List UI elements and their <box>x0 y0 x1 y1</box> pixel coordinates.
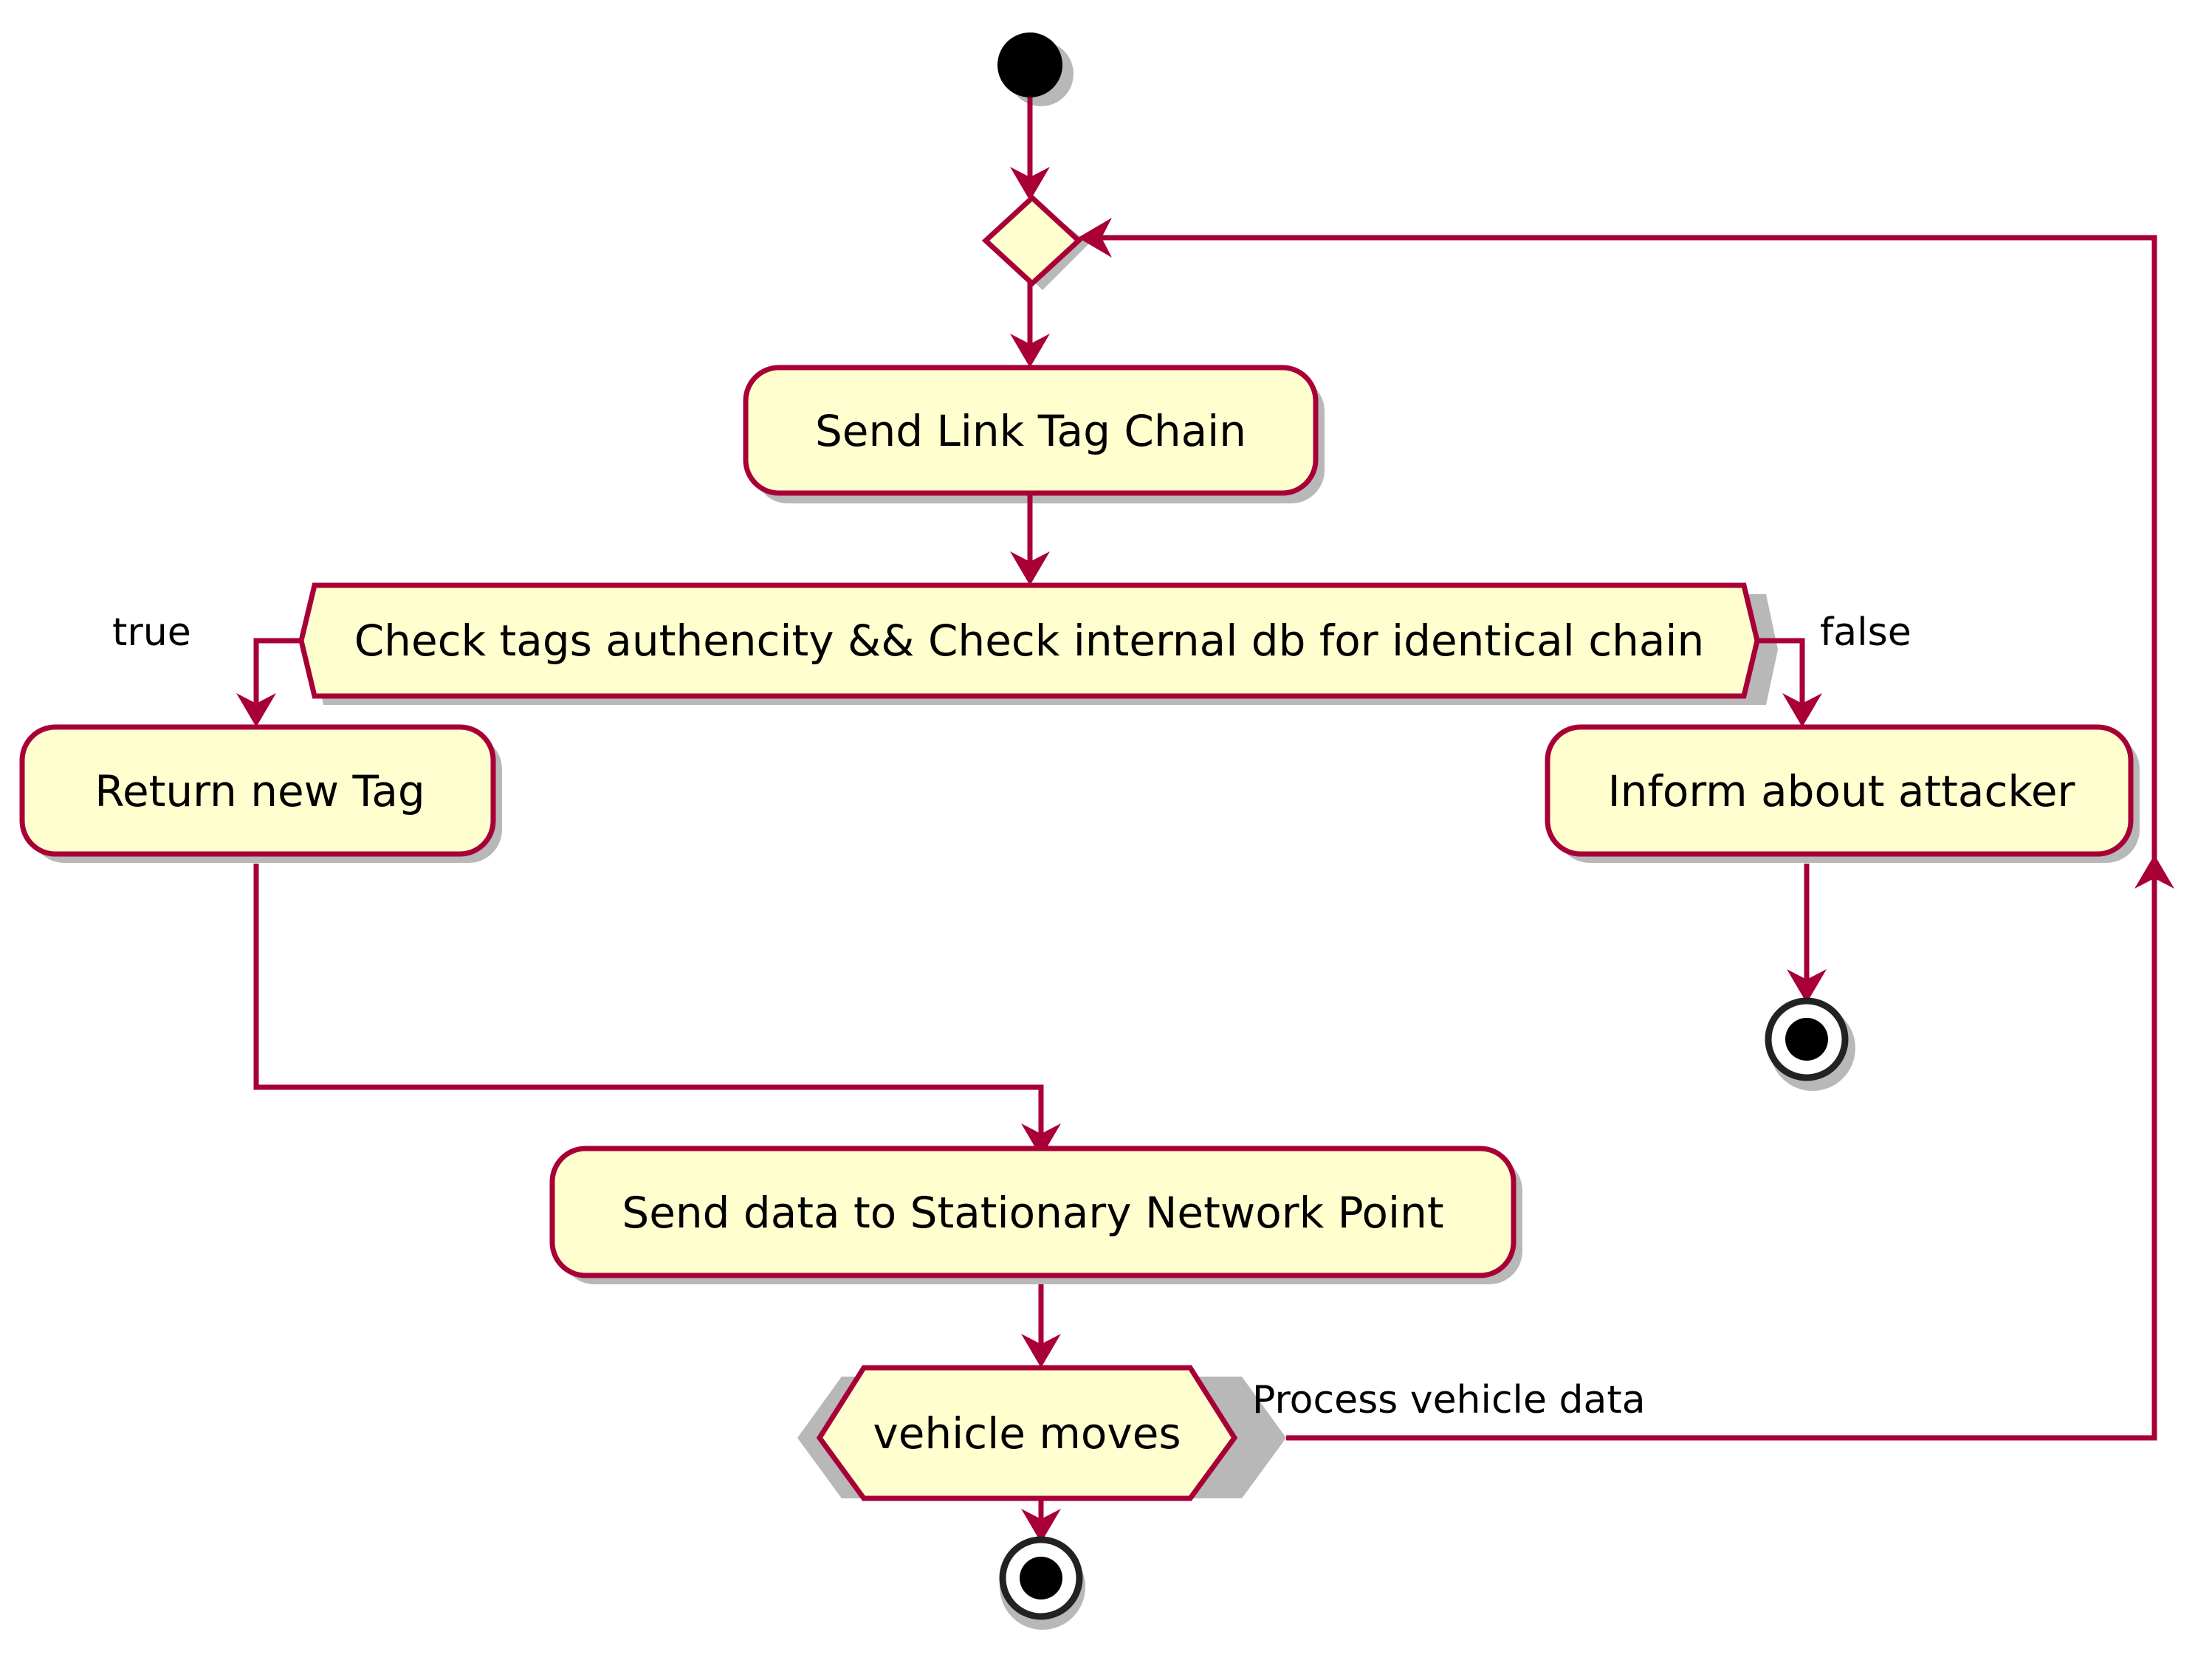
activity-send-link-tag-chain[interactable]: Send Link Tag Chain <box>743 365 1319 496</box>
start-node <box>997 32 1062 97</box>
edge-true-branch <box>236 638 301 727</box>
edge-layer <box>236 97 2174 1543</box>
edge-start-to-merge <box>1010 97 1050 201</box>
activity-send-data-to-stationary-network-point[interactable]: Send data to Stationary Network Point <box>549 1146 1517 1278</box>
activity-inform-about-attacker-label: Inform about attacker <box>1608 766 2075 816</box>
end-node-main <box>999 1536 1083 1620</box>
edge-false-branch <box>1757 638 1822 727</box>
merge-diamond <box>981 194 1083 287</box>
edge-send-data-to-vehicle-moves <box>1021 1284 1061 1368</box>
edge-label-process-vehicle-data: Process vehicle data <box>1252 1378 1646 1422</box>
decision-check-tags-label: Check tags authencity && Check internal … <box>354 616 1705 666</box>
branch-label-false: false <box>1820 610 1912 655</box>
edge-merge-to-send-link-tag-chain <box>1010 283 1050 368</box>
branch-label-true: true <box>112 610 191 655</box>
activity-inform-about-attacker[interactable]: Inform about attacker <box>1545 724 2134 857</box>
edge-send-link-to-check-decision <box>1010 493 1050 585</box>
edge-return-tag-to-send-data <box>253 864 1061 1157</box>
end-node-attacker <box>1765 997 1849 1081</box>
decision-vehicle-moves[interactable]: vehicle moves <box>816 1365 1238 1501</box>
edge-loop-back <box>1078 218 2174 1441</box>
activity-return-new-tag-label: Return new Tag <box>95 766 425 816</box>
edge-inform-to-end <box>1787 864 1827 1003</box>
activity-send-data-label: Send data to Stationary Network Point <box>622 1188 1443 1238</box>
edge-vehicle-moves-to-end <box>1021 1498 1061 1543</box>
decision-vehicle-moves-label: vehicle moves <box>873 1408 1181 1459</box>
decision-check-tags[interactable]: Check tags authencity && Check internal … <box>298 582 1760 699</box>
activity-return-new-tag[interactable]: Return new Tag <box>19 724 496 857</box>
activity-send-link-tag-chain-label: Send Link Tag Chain <box>815 406 1246 456</box>
